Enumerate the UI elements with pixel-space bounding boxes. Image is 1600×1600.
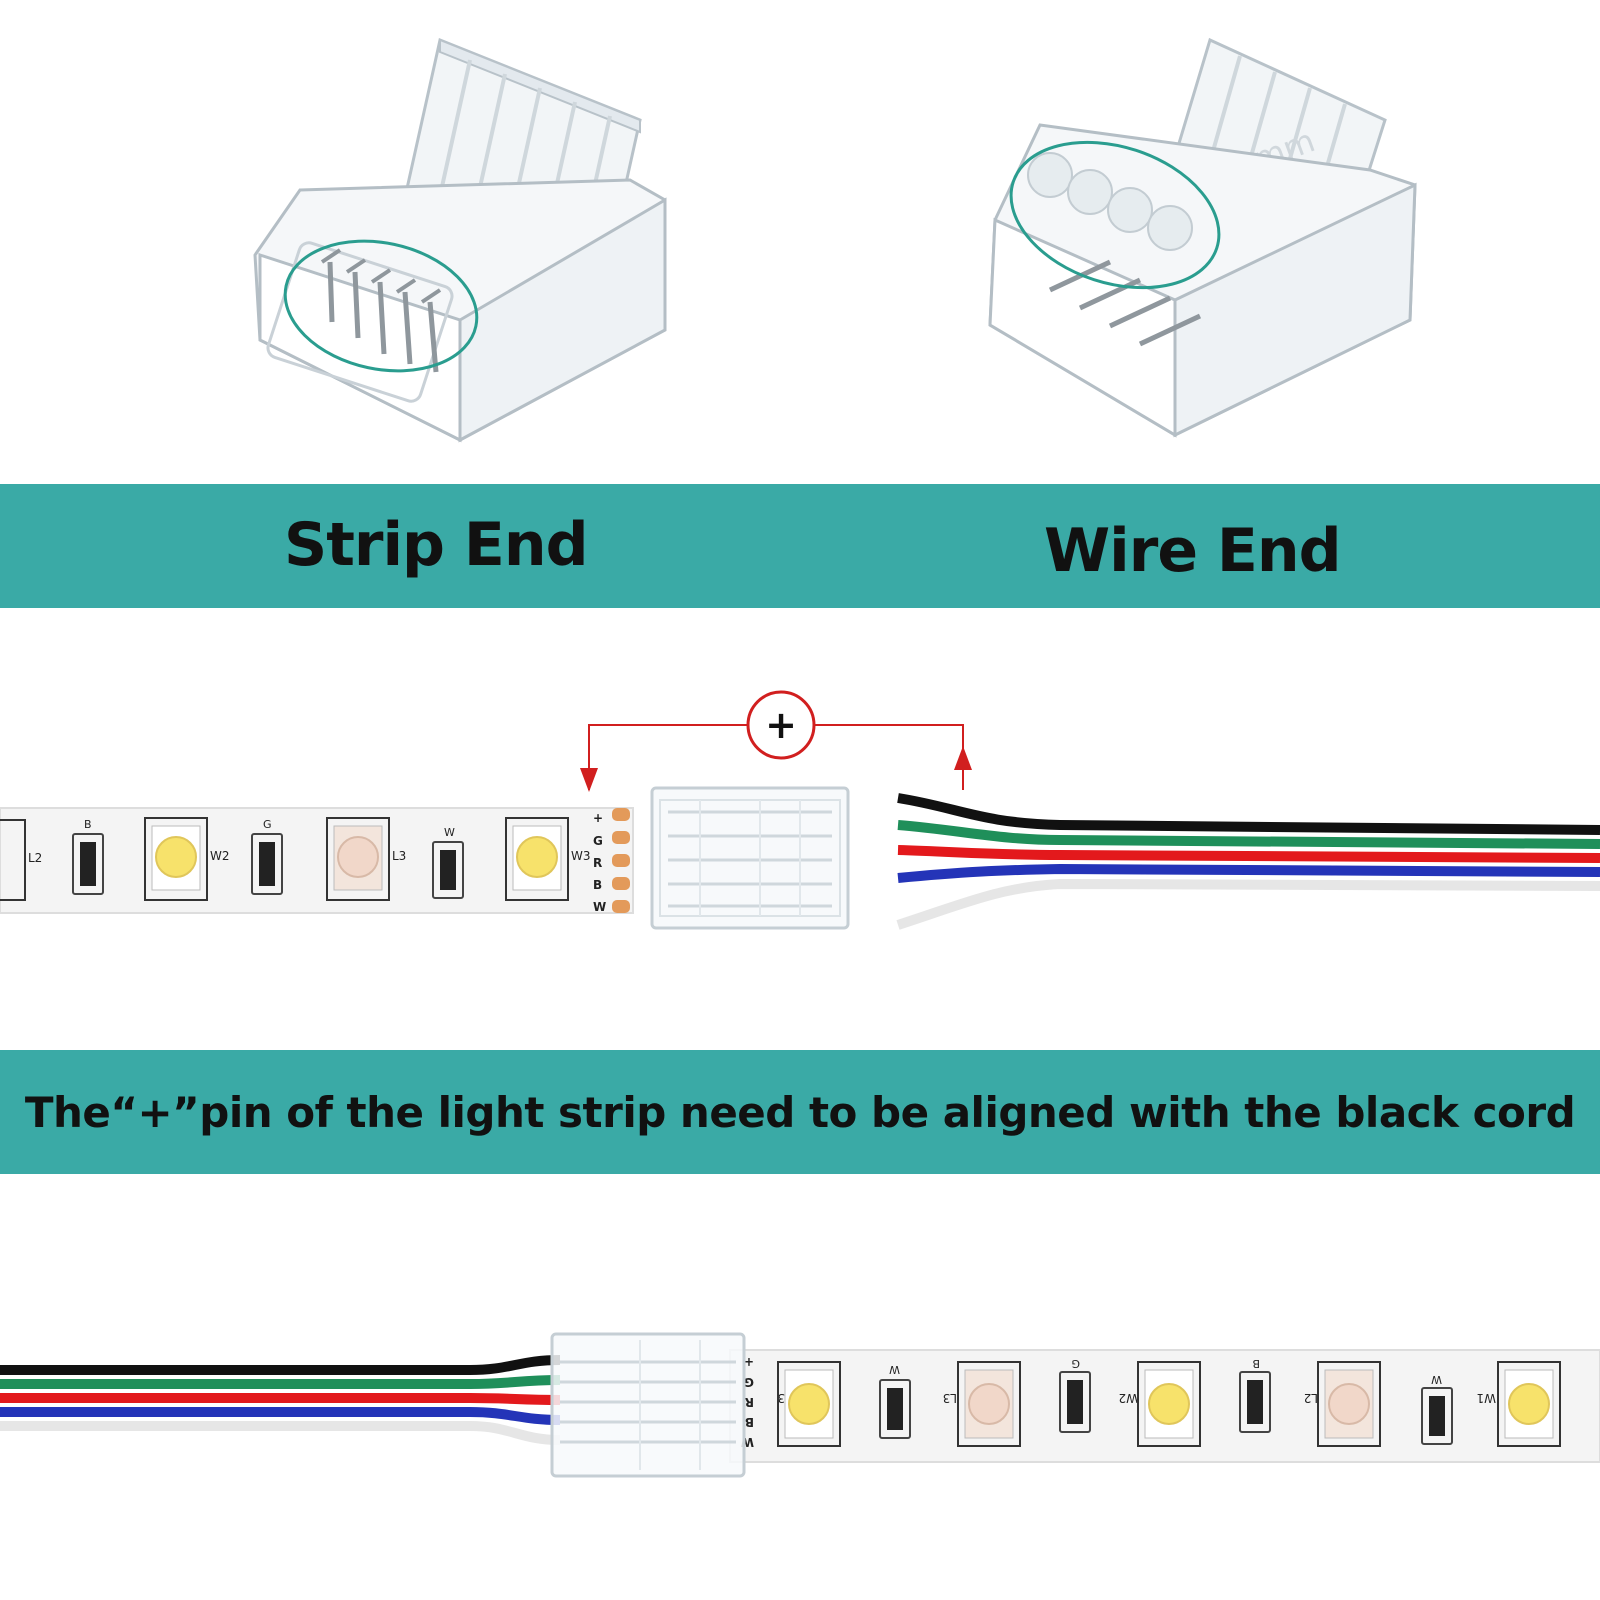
wire-red [0, 1393, 561, 1405]
strip-mark: G [263, 818, 272, 831]
strip-end-label: Strip End [284, 510, 589, 580]
pin-label-r: R [745, 1395, 754, 1409]
pin-label-b: B [745, 1415, 754, 1429]
strip-end-connector [253, 37, 667, 443]
pin-label-plus: + [744, 1355, 754, 1369]
plus-circle-icon [746, 690, 816, 760]
wire-green [897, 820, 1600, 849]
wire-green [0, 1375, 561, 1389]
wire-white [0, 1421, 561, 1445]
plus-symbol: + [765, 703, 797, 747]
wire-white [896, 878, 1600, 930]
pin-label-plus: + [593, 811, 603, 825]
pin-label-g: G [744, 1375, 754, 1389]
assembly-diagram: L2 B W2 G L3 W W3 + G R B W [0, 690, 1600, 930]
wire-end-connector: 12mm [988, 37, 1417, 438]
strip-mark: W2 [210, 849, 230, 863]
pin-label-w: W [593, 900, 606, 914]
wire-black [0, 1355, 561, 1375]
strip-mark: B [84, 818, 92, 831]
header-band-top [0, 484, 1600, 608]
strip-mark: W1 [1477, 1391, 1497, 1405]
strip-mark: B [1252, 1357, 1260, 1370]
pin-label-b: B [593, 878, 602, 892]
wire-blue [0, 1407, 561, 1425]
pin-label-g: G [593, 834, 603, 848]
wire-red [897, 845, 1600, 863]
connector-joined [550, 1332, 746, 1478]
pin-label-r: R [593, 856, 602, 870]
strip-mark: W3 [571, 849, 591, 863]
alignment-arrow: + [580, 690, 972, 792]
strip-mark: L3 [943, 1391, 957, 1405]
strip-mark: G [1071, 1357, 1080, 1370]
wire-end-label: Wire End [1044, 516, 1342, 586]
alignment-caption: The“+”pin of the light strip need to be … [24, 1088, 1576, 1137]
strip-mark: W [444, 826, 455, 839]
strip-mark: W2 [1119, 1391, 1139, 1405]
wire-blue [897, 863, 1600, 883]
strip-mark: L2 [1304, 1391, 1318, 1405]
strip-mark: W [889, 1363, 900, 1376]
wire-black [897, 793, 1600, 835]
strip-mark: W [1431, 1373, 1442, 1386]
strip-mark: L2 [28, 851, 42, 865]
header-band-bottom [0, 1050, 1600, 1174]
connected-assembly: + G R B W W3 W L3 G W2 B L2 [0, 1332, 1600, 1478]
strip-mark: L3 [392, 849, 406, 863]
